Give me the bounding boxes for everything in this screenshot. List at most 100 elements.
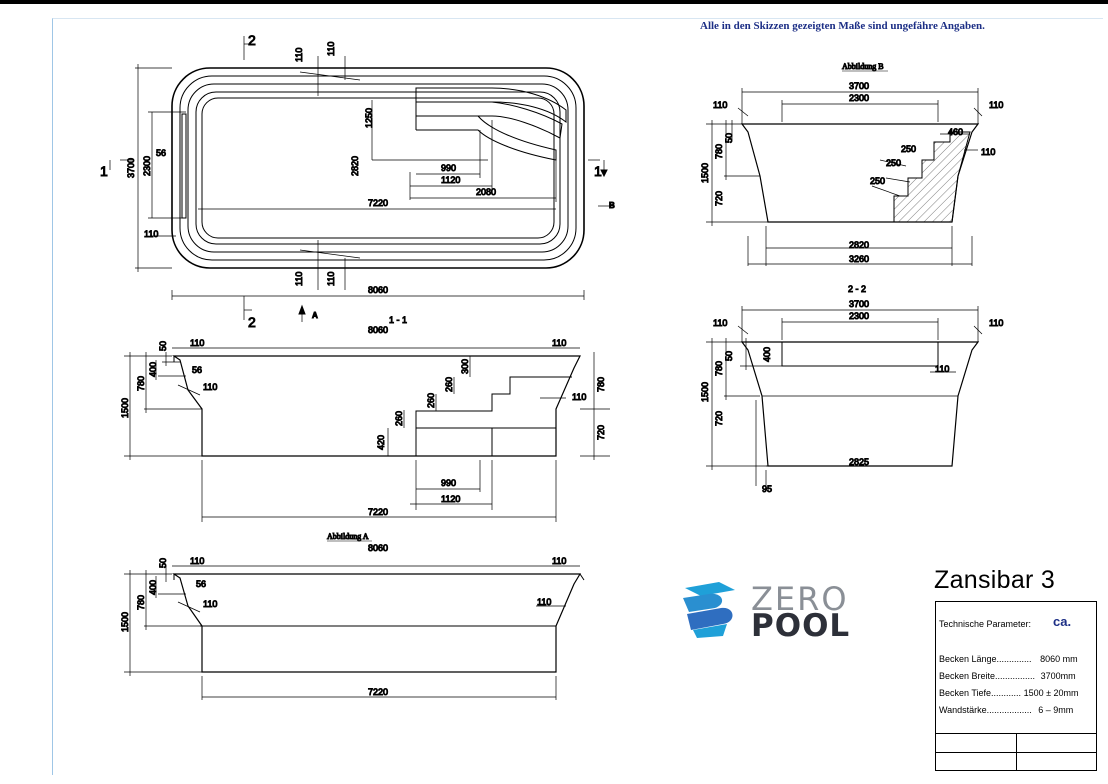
plan-dim-110d: 110 — [294, 272, 304, 286]
vb-dim-110-step: 110 — [981, 147, 995, 157]
section-1-title: 1 - 1 — [389, 315, 407, 325]
section-arrow-icon — [600, 169, 608, 178]
parameter-heading: Technische Parameter: — [939, 619, 1032, 629]
section-2-2: 2 - 2 3700 2300 110 110 50 400 110 780 1… — [700, 284, 1004, 495]
zero-pool-logo: ZERO POOL — [679, 578, 859, 644]
parameter-row-depth: Becken Tiefe............ 1500 ± 20mm — [939, 688, 1079, 698]
vb-dim-780: 780 — [714, 144, 724, 159]
vb-dim-3260: 3260 — [849, 254, 869, 264]
va-dim-110-inner-right: 110 — [537, 597, 551, 607]
va-dim-110-left: 110 — [190, 556, 204, 566]
s2-dim-2300: 2300 — [849, 311, 869, 321]
s2-dim-400: 400 — [762, 347, 772, 362]
parameter-approx-label: ca. — [1053, 614, 1072, 629]
parameter-table: Technische Parameter: ca. Becken Länge..… — [935, 601, 1097, 771]
view-b-title: Abbildung B — [842, 62, 884, 71]
plan-dim-2820: 2820 — [350, 156, 360, 176]
s1-dim-56: 56 — [192, 365, 202, 375]
va-dim-780: 780 — [136, 595, 146, 610]
section-2-marker-top: 2 — [248, 32, 256, 48]
vb-dim-3700: 3700 — [849, 81, 869, 91]
sheet-border — [52, 18, 1103, 775]
vb-dim-250b: 250 — [886, 158, 901, 168]
s2-dim-50: 50 — [724, 351, 734, 361]
va-dim-8060: 8060 — [368, 543, 388, 553]
s2-dim-2825: 2825 — [849, 457, 869, 467]
s1-dim-8060: 8060 — [368, 325, 388, 335]
plan-dim-110b: 110 — [326, 42, 336, 56]
section-2-marker-bottom: 2 — [248, 314, 256, 330]
s1-dim-780-right: 780 — [596, 377, 606, 392]
parameter-label: Becken Breite................ — [939, 671, 1036, 681]
s1-dim-110-step: 110 — [572, 392, 586, 402]
parameter-value: 6 – 9mm — [1038, 705, 1074, 715]
s1-dim-780-left: 780 — [136, 376, 146, 391]
parameter-label: Wandstärke.................. — [939, 705, 1032, 715]
s1-dim-990: 990 — [441, 478, 456, 488]
view-a-title: Abbildung A — [327, 532, 369, 541]
plan-dim-7220: 7220 — [368, 198, 388, 208]
plan-dim-990: 990 — [441, 163, 456, 173]
va-dim-110-right: 110 — [552, 556, 566, 566]
logo-word-zero: ZERO — [751, 580, 849, 618]
va-dim-400: 400 — [148, 580, 158, 595]
section-1-marker-right: 1 — [594, 163, 602, 179]
plan-dim-110c: 110 — [144, 229, 158, 239]
s2-dim-110-inner: 110 — [935, 364, 949, 374]
table-divider — [1016, 733, 1017, 770]
parameter-value: 1500 ± 20mm — [1023, 688, 1079, 698]
s2-dim-3700: 3700 — [849, 299, 869, 309]
parameter-value: 3700mm — [1040, 671, 1076, 681]
plan-dim-56: 56 — [156, 148, 166, 158]
view-b-marker: B — [609, 201, 615, 210]
plan-dim-110e: 110 — [326, 272, 336, 286]
vb-dim-1500: 1500 — [700, 163, 710, 183]
s1-dim-720: 720 — [596, 425, 606, 440]
vb-dim-110-left: 110 — [713, 100, 727, 110]
parameter-row-length: Becken Länge.............. 8060 mm — [939, 654, 1078, 664]
s2-dim-110-left: 110 — [713, 318, 727, 328]
section-2-title: 2 - 2 — [848, 284, 866, 294]
top-border-band — [0, 0, 1108, 4]
plan-dim-110a: 110 — [294, 48, 304, 62]
s1-dim-1500: 1500 — [120, 398, 130, 418]
vb-dim-110-right: 110 — [989, 100, 1003, 110]
s2-dim-110-right: 110 — [989, 318, 1003, 328]
vb-dim-50: 50 — [724, 133, 734, 143]
vb-dim-2820: 2820 — [849, 240, 869, 250]
view-a-arrow-icon — [298, 304, 306, 315]
s1-dim-110-inner: 110 — [203, 382, 217, 392]
dimension-disclaimer: Alle in den Skizzen gezeigten Maße sind … — [700, 20, 985, 32]
section-1-marker-left: 1 — [100, 163, 108, 179]
parameter-label: Becken Länge.............. — [939, 654, 1032, 664]
va-dim-110-inner-left: 110 — [203, 599, 217, 609]
view-a: Abbildung A 8060 110 110 50 400 56 110 1… — [120, 532, 585, 700]
vb-dim-720: 720 — [714, 191, 724, 206]
model-title: Zansibar 3 — [934, 566, 1056, 594]
section-1-1: 1 - 1 110 8060 110 50 400 56 110 780 150… — [120, 315, 610, 522]
s2-dim-780: 780 — [714, 361, 724, 376]
va-dim-7220: 7220 — [368, 687, 388, 697]
s1-dim-1120: 1120 — [441, 494, 460, 504]
s1-dim-300: 300 — [460, 359, 470, 374]
va-dim-1500: 1500 — [120, 612, 130, 632]
s1-dim-7220: 7220 — [368, 507, 388, 517]
vb-dim-2300: 2300 — [849, 93, 869, 103]
parameter-row-wall: Wandstärke.................. 6 – 9mm — [939, 705, 1073, 715]
logo-word-pool: POOL — [751, 608, 851, 644]
s1-dim-110-right: 110 — [552, 338, 566, 348]
plan-dim-2300: 2300 — [142, 156, 152, 176]
view-a-marker: A — [312, 311, 318, 320]
zero-pool-logo-icon — [683, 582, 735, 638]
s1-dim-260c: 260 — [394, 411, 404, 426]
s1-dim-260b: 260 — [426, 393, 436, 408]
s2-dim-720: 720 — [714, 411, 724, 426]
parameter-row-width: Becken Breite................ 3700mm — [939, 671, 1076, 681]
plan-dim-8060: 8060 — [368, 285, 388, 295]
s1-dim-420: 420 — [376, 435, 386, 450]
va-dim-56: 56 — [196, 579, 206, 589]
s1-dim-400: 400 — [148, 362, 158, 377]
vb-dim-250c: 250 — [870, 176, 885, 186]
